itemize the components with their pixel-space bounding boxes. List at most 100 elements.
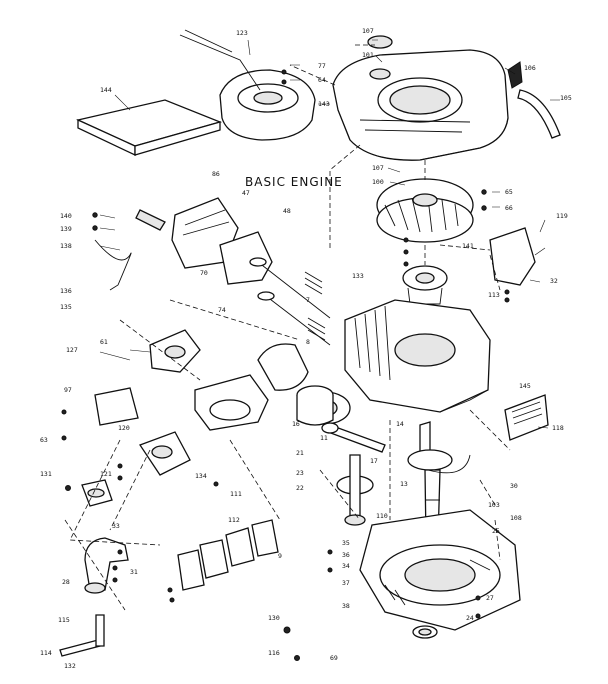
callout-label: 24 [466, 614, 474, 622]
oil-filler-tube [59, 614, 105, 657]
callout-label: 114 [40, 649, 52, 657]
callout-label: 11 [320, 434, 328, 442]
callout-label: 127 [66, 346, 78, 354]
callout-label: 115 [58, 616, 70, 624]
callout-label: 145 [519, 382, 531, 390]
governor-bracket [489, 227, 536, 286]
callout-label: 21 [296, 449, 304, 457]
fasteners [61, 69, 510, 661]
callout-label: 111 [230, 490, 242, 498]
callout-label: 25 [492, 527, 500, 535]
air-filter-element [75, 99, 223, 157]
callout-label: 103 [488, 501, 500, 509]
gasket-set [94, 387, 279, 591]
callout-label: 116 [268, 649, 280, 657]
valves [249, 257, 331, 346]
flywheel [376, 178, 474, 243]
callout-label: 31 [130, 568, 138, 576]
callout-label: 22 [296, 484, 304, 492]
diagram-title: BASIC ENGINE [245, 175, 343, 189]
callout-label: 35 [342, 539, 350, 547]
callout-label: 131 [40, 470, 52, 478]
callout-label: 101 [362, 51, 374, 59]
callout-label: 139 [60, 225, 72, 233]
callout-label: 141 [462, 242, 474, 250]
callout-label: 69 [330, 654, 338, 662]
callout-label: 136 [60, 287, 72, 295]
callout-label: 107 [372, 164, 384, 172]
piston [296, 385, 334, 426]
callout-label: 65 [505, 188, 513, 196]
callout-label: 74 [218, 306, 226, 314]
leader-lines [99, 39, 560, 429]
callout-label: 119 [556, 212, 568, 220]
callout-label: 66 [505, 204, 513, 212]
carburetor [149, 329, 269, 431]
rewind-starter [179, 29, 316, 141]
callout-label: 113 [488, 291, 500, 299]
oil-seal [412, 625, 438, 639]
camshaft-gear [336, 454, 374, 526]
callout-label: 107 [362, 27, 374, 35]
callout-label: 100 [372, 178, 384, 186]
fuel-filter [81, 479, 113, 507]
callout-label: 110 [376, 512, 388, 520]
callout-label: 17 [370, 457, 378, 465]
callout-label: 118 [552, 424, 564, 432]
callout-label: 23 [296, 469, 304, 477]
cylinder-block [344, 299, 491, 413]
callout-label: 132 [64, 662, 76, 670]
assembly-lines [64, 44, 511, 611]
spark-plug [94, 209, 166, 291]
callout-label: 8 [306, 338, 310, 346]
callout-label: 133 [352, 272, 364, 280]
callout-label: 144 [100, 86, 112, 94]
callout-label: 63 [40, 436, 48, 444]
callout-label: 134 [195, 472, 207, 480]
callout-label: 33 [112, 522, 120, 530]
callout-label: 9 [278, 552, 282, 560]
callout-label: 16 [292, 420, 300, 428]
callout-label: 32 [550, 277, 558, 285]
callout-label: 47 [242, 189, 250, 197]
callout-label: 70 [200, 269, 208, 277]
starter-cup [402, 265, 448, 305]
callout-label: 13 [400, 480, 408, 488]
callout-label: 140 [60, 212, 72, 220]
connecting-rod [321, 422, 386, 453]
callout-label: 14 [396, 420, 404, 428]
callout-label: 130 [268, 614, 280, 622]
callout-label: 38 [342, 602, 350, 610]
callout-label: 27 [486, 594, 494, 602]
callout-label: 7 [306, 296, 310, 304]
callout-label: 86 [212, 170, 220, 178]
callout-label: 34 [342, 562, 350, 570]
callout-label: 61 [100, 338, 108, 346]
callout-label: 121 [100, 470, 112, 478]
callout-label: 37 [342, 579, 350, 587]
callout-label: 48 [283, 207, 291, 215]
blower-housing [332, 49, 509, 161]
callout-label: 64 [318, 76, 326, 84]
callout-label: 106 [524, 64, 536, 72]
valve-cover [171, 197, 273, 285]
callout-label: 123 [236, 29, 248, 37]
callout-label: 28 [62, 578, 70, 586]
callout-label: 138 [60, 242, 72, 250]
callout-label: 120 [118, 424, 130, 432]
callout-label: 108 [510, 514, 522, 522]
callout-label: 135 [60, 303, 72, 311]
callout-label: 77 [318, 62, 326, 70]
muffler-housing [139, 431, 191, 476]
intake-elbow [84, 537, 129, 594]
callout-label: 112 [228, 516, 240, 524]
callout-label: 36 [342, 551, 350, 559]
crankcase-cover [359, 509, 521, 631]
name-plate [504, 394, 549, 441]
callout-label: 30 [510, 482, 518, 490]
callout-label: 97 [64, 386, 72, 394]
callout-labels: 107 101 123 77 64 143 106 105 144 107 10… [40, 27, 572, 670]
callout-label: 143 [318, 100, 330, 108]
callout-label: 105 [560, 94, 572, 102]
